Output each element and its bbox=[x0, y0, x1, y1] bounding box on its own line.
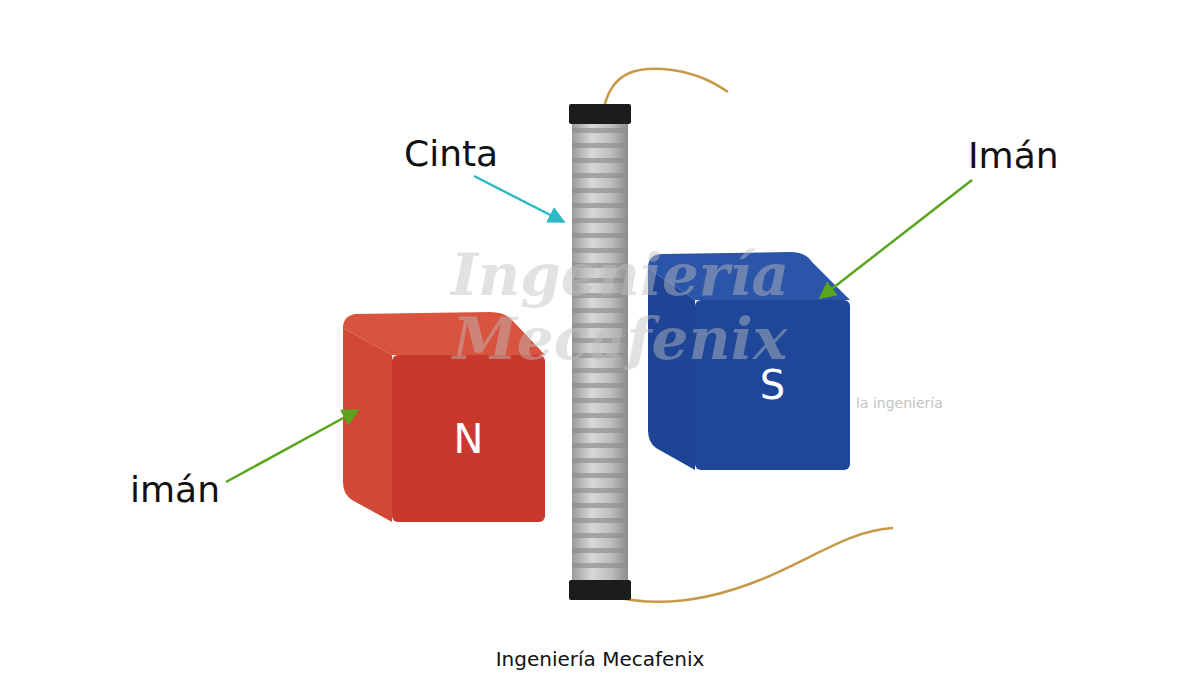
leader-line bbox=[820, 180, 972, 298]
magnet-face: N bbox=[392, 355, 545, 522]
ribbon-fold bbox=[572, 218, 628, 223]
wire bbox=[604, 69, 728, 108]
ribbon-fold bbox=[572, 428, 628, 433]
ribbon-fold bbox=[572, 413, 628, 418]
ribbon-fold bbox=[572, 518, 628, 523]
leader-line bbox=[226, 410, 358, 482]
part-label: Cinta bbox=[404, 134, 498, 174]
caption: Ingeniería Mecafenix bbox=[496, 648, 705, 670]
ribbon-fold bbox=[572, 173, 628, 178]
ribbon-fold bbox=[572, 503, 628, 508]
ribbon-fold bbox=[572, 383, 628, 388]
pole-letter: N bbox=[454, 419, 484, 459]
ribbon-clamp bbox=[569, 580, 631, 600]
ribbon-fold bbox=[572, 143, 628, 148]
ribbon-fold bbox=[572, 158, 628, 163]
wire bbox=[612, 528, 893, 602]
ribbon-fold bbox=[572, 488, 628, 493]
ribbon-fold bbox=[572, 473, 628, 478]
part-label: Imán bbox=[968, 136, 1059, 176]
ribbon-fold bbox=[572, 203, 628, 208]
ribbon-fold bbox=[572, 398, 628, 403]
ribbon-fold bbox=[572, 548, 628, 553]
ribbon-fold bbox=[572, 563, 628, 568]
ribbon-clamp bbox=[569, 104, 631, 124]
ribbon-fold bbox=[572, 233, 628, 238]
watermark: la ingeniería bbox=[856, 396, 943, 411]
watermark: Ingeniería Mecafenix bbox=[290, 244, 950, 372]
ribbon-fold bbox=[572, 533, 628, 538]
part-label: imán bbox=[130, 470, 220, 510]
leader-line bbox=[474, 176, 564, 222]
ribbon-fold bbox=[572, 188, 628, 193]
ribbon-fold bbox=[572, 128, 628, 133]
ribbon-fold bbox=[572, 458, 628, 463]
ribbon-fold bbox=[572, 443, 628, 448]
